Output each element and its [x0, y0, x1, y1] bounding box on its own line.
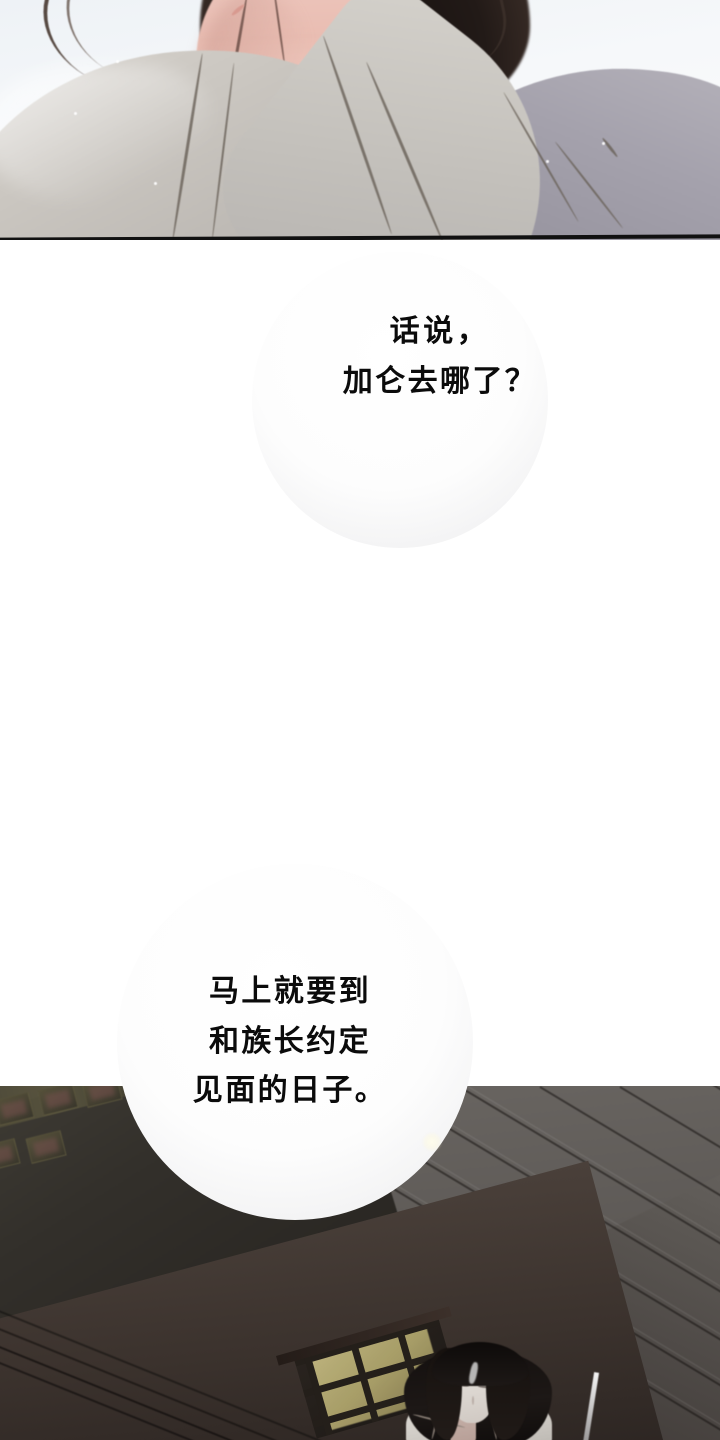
- bubble-1-line-1: 话说，: [389, 314, 491, 350]
- bubble-2-line-1: 马上就要到: [209, 974, 371, 1010]
- robe-highlight: [0, 64, 210, 204]
- fabric-speck-5: [116, 60, 119, 63]
- panel-character-closeup: [0, 0, 720, 240]
- bubble-1-text: 话说， 加仑去哪了？: [250, 312, 630, 401]
- bubble-fill: [117, 864, 473, 1220]
- burst-speech-bubble-question: [252, 252, 548, 548]
- bubble-2-line-2: 和族长约定: [209, 1023, 371, 1059]
- fabric-speck-1: [74, 112, 77, 115]
- bubble-1-line-2: 加仑去哪了？: [342, 363, 538, 399]
- fabric-speck-4: [546, 160, 549, 163]
- character-nose-line: [472, 1396, 474, 1405]
- bubble-2-line-3: 见面的日子。: [192, 1073, 388, 1109]
- fabric-speck-3: [602, 142, 605, 145]
- bubble-2-text: 马上就要到 和族长约定 见面的日子。: [80, 972, 500, 1111]
- fabric-speck-2: [154, 182, 157, 185]
- bubble-fill: [252, 252, 548, 548]
- character-hair-top: [432, 1342, 528, 1386]
- burst-speech-bubble-statement: [117, 864, 473, 1220]
- lens-flare: [423, 1133, 441, 1151]
